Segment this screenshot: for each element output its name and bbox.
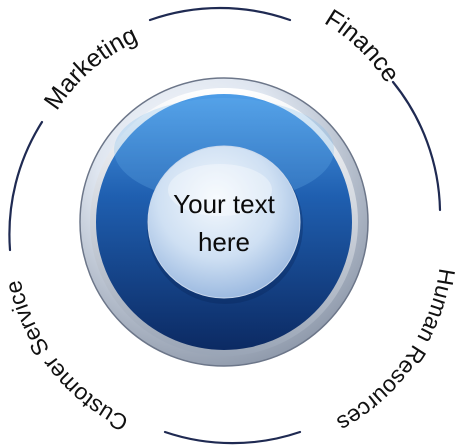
label-marketing-text: Marketing xyxy=(39,21,142,115)
ring-arc-right xyxy=(391,80,442,212)
center-text-line1: Your text xyxy=(173,189,275,219)
center-disc-gloss xyxy=(168,164,272,216)
ring-arc-bottom xyxy=(163,430,302,445)
label-human-resources: Human Resources xyxy=(333,267,459,437)
ring-arc-top xyxy=(148,6,292,22)
label-hr-text: Human Resources xyxy=(333,267,459,437)
outer-ring xyxy=(8,6,442,445)
label-marketing: Marketing xyxy=(39,21,142,115)
center-disc xyxy=(147,145,301,299)
center-text-line2: here xyxy=(198,227,250,257)
label-finance: Finance xyxy=(320,4,405,87)
ring-arc-left xyxy=(8,120,44,252)
label-finance-text: Finance xyxy=(320,4,405,87)
